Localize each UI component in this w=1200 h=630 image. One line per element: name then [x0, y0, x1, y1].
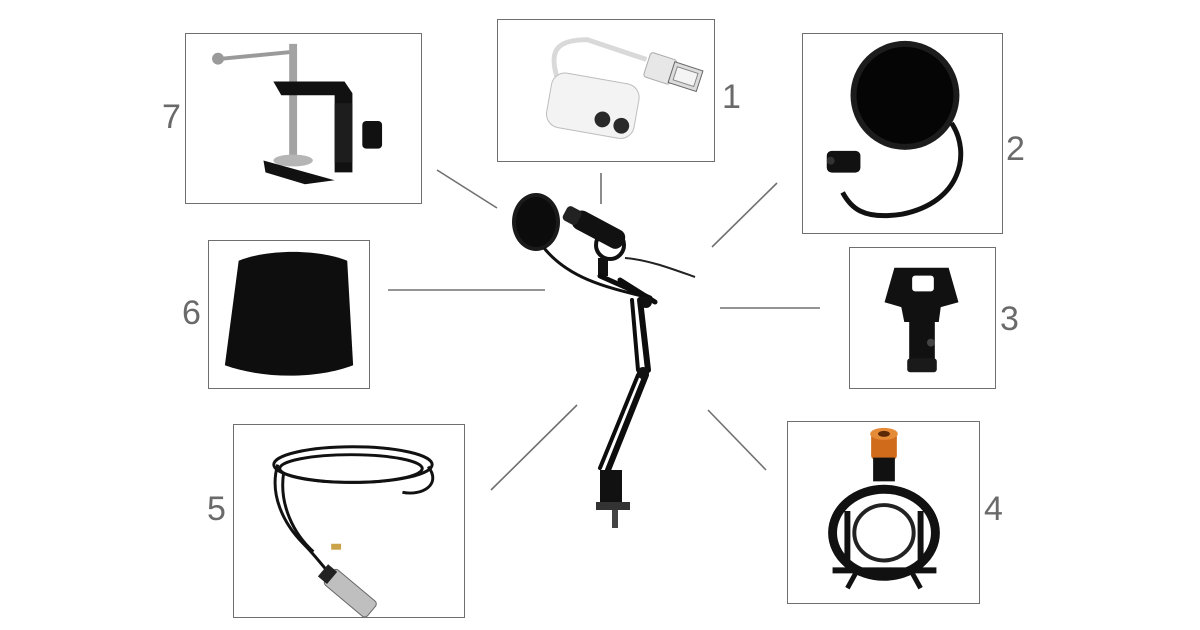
table-clamp-icon — [212, 43, 383, 185]
xlr-cable-icon — [272, 445, 435, 617]
connector-line-7 — [436, 169, 498, 209]
connector-line-2 — [711, 182, 778, 248]
item-box-4 — [787, 421, 980, 604]
item-number-3: 3 — [1000, 300, 1019, 338]
pop-filter-icon — [826, 40, 964, 219]
foam-windscreen-icon — [224, 251, 354, 376]
item-number-1: 1 — [722, 78, 741, 116]
item-number-4: 4 — [984, 490, 1003, 528]
item-box-6 — [208, 240, 370, 389]
item-number-7: 7 — [162, 98, 181, 136]
item-box-1 — [497, 19, 715, 162]
item-box-7 — [185, 33, 422, 204]
usb-sound-card-icon — [546, 37, 704, 139]
microphone-arm-stand-icon — [512, 193, 696, 528]
item-number-5: 5 — [207, 490, 226, 528]
connector-line-5 — [490, 404, 578, 491]
item-box-3 — [849, 247, 996, 389]
mic-clip-holder-icon — [884, 267, 959, 373]
item-number-6: 6 — [182, 294, 201, 332]
item-number-2: 2 — [1006, 130, 1025, 168]
item-box-2 — [802, 33, 1003, 234]
shock-mount-icon — [828, 427, 940, 590]
connector-line-4 — [707, 409, 767, 471]
item-box-5 — [233, 424, 465, 618]
